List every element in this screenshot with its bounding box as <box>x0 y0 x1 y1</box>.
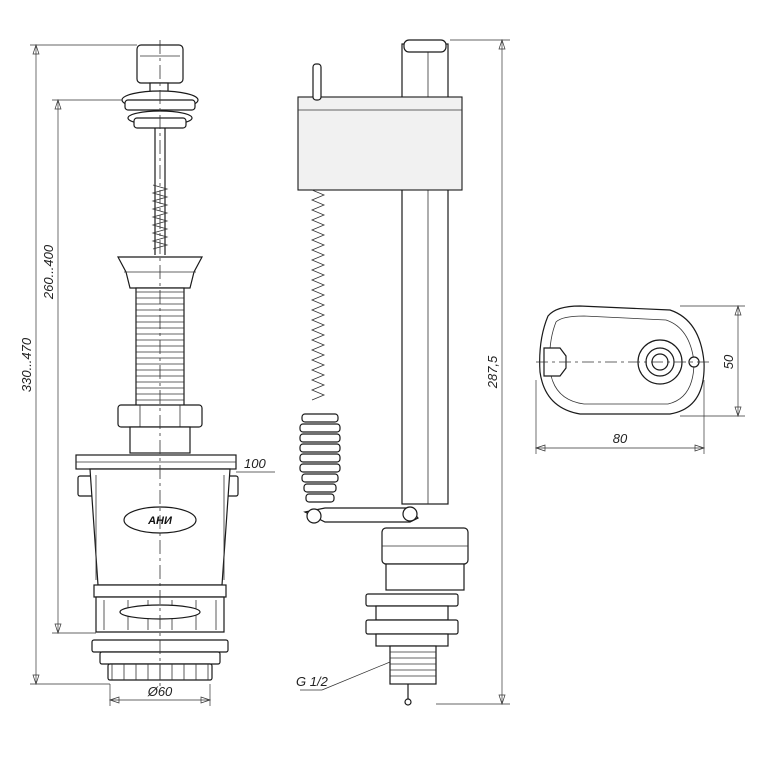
float-outline <box>539 305 705 415</box>
float-weight <box>299 413 341 503</box>
float-length-label: 80 <box>613 431 628 446</box>
mount-nut <box>365 593 459 607</box>
threaded-rod <box>310 189 326 401</box>
flush-mechanism: АНИ <box>75 40 239 690</box>
middle-dimensions <box>300 38 510 706</box>
left-dimensions <box>30 43 275 706</box>
valve-height-label: 287,5 <box>485 355 500 389</box>
lever-arm <box>303 507 419 523</box>
float-top-view <box>536 305 712 415</box>
float-housing <box>297 96 463 191</box>
fill-valve <box>297 39 469 706</box>
float-height-label: 260...400 <box>41 244 56 300</box>
bowl-width-label: 100 <box>244 456 266 471</box>
float-width-label: 50 <box>721 354 736 369</box>
bowl-diameter-label: Ø60 <box>147 684 173 699</box>
float-dimensions <box>534 304 745 454</box>
overall-height-label: 330...470 <box>19 337 34 392</box>
thread-label: G 1/2 <box>296 674 329 689</box>
